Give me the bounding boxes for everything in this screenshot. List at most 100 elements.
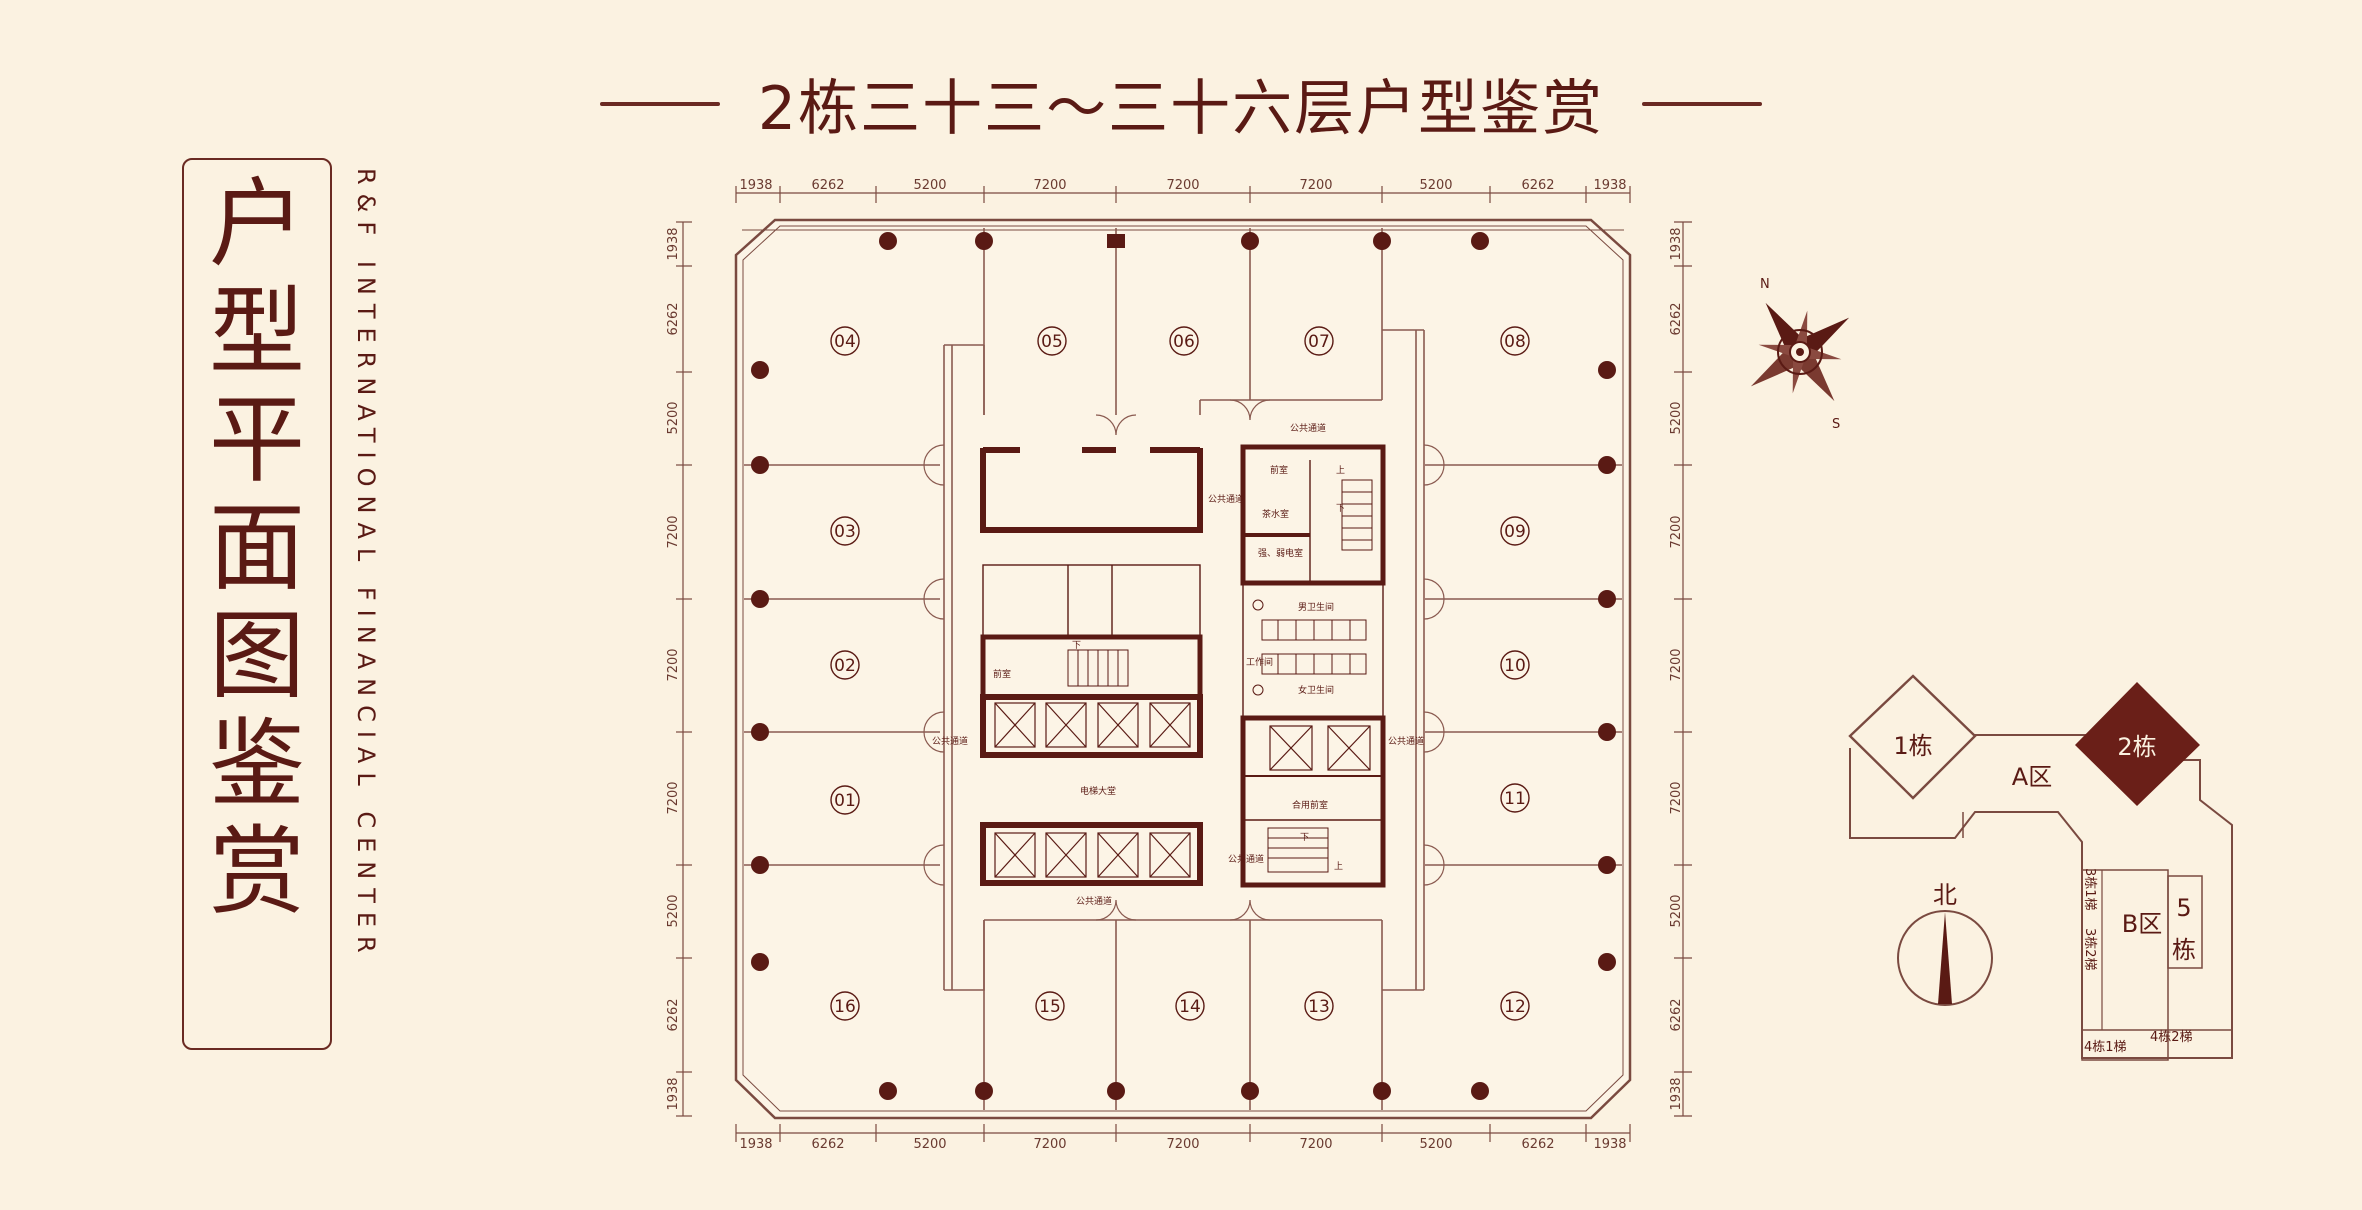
- label-down-left: 下: [1072, 641, 1081, 651]
- dim-top-9: 1938: [1593, 178, 1626, 193]
- left-title-char: 图: [209, 600, 305, 712]
- dim-right-3: 5200: [1669, 401, 1684, 434]
- dim-bottom-3: 5200: [913, 1137, 946, 1152]
- page-title-row: 2栋三十三～三十六层户型鉴赏: [0, 60, 2362, 147]
- elevator-shafts: [994, 702, 1371, 878]
- dim-top-1: 1938: [739, 178, 772, 193]
- door-arcs: [923, 399, 1445, 921]
- dim-top-4: 7200: [1033, 178, 1066, 193]
- dim-left-8: 6262: [666, 998, 681, 1031]
- unit-label-02: 02: [834, 656, 856, 676]
- label-mens-restroom: 男卫生间: [1298, 601, 1334, 613]
- dim-left-7: 5200: [666, 894, 681, 927]
- stairs: [1067, 479, 1373, 873]
- dim-bottom-5: 7200: [1166, 1137, 1199, 1152]
- unit-label-05: 05: [1041, 332, 1063, 352]
- dim-bottom-8: 6262: [1521, 1137, 1554, 1152]
- core-walls: [980, 444, 1386, 888]
- unit-10: 10: [1500, 650, 1530, 680]
- dim-bottom-9: 1938: [1593, 1137, 1626, 1152]
- dimension-top-labels: 1938 6262 5200 7200 7200 7200 5200 6262 …: [739, 178, 1626, 193]
- label-up-lower: 上: [1334, 861, 1343, 872]
- unit-12: 12: [1500, 991, 1530, 1021]
- restroom-fixtures: [1252, 599, 1367, 696]
- dimension-left: [676, 221, 692, 1117]
- label-public-corridor-mid: 公共通道: [1208, 493, 1244, 505]
- core-labels: 公共通道 公共通道 前室 茶水室 强、弱电室 上 下 男卫生间 工作间 女卫生间…: [932, 422, 1424, 907]
- left-vertical-title: 户 型 平 面 图 鉴 赏: [182, 170, 332, 926]
- label-public-corridor-right: 公共通道: [1388, 735, 1424, 747]
- unit-05: 05: [1037, 326, 1067, 356]
- unit-01: 01: [830, 785, 860, 815]
- unit-label-13: 13: [1308, 997, 1330, 1017]
- label-elevator-lobby: 电梯大堂: [1080, 785, 1116, 797]
- unit-08: 08: [1500, 326, 1530, 356]
- left-title-char: 赏: [209, 816, 305, 928]
- dim-left-5: 7200: [666, 648, 681, 681]
- dim-top-7: 5200: [1419, 178, 1452, 193]
- unit-label-11: 11: [1504, 789, 1526, 809]
- dim-top-2: 6262: [811, 178, 844, 193]
- dimension-left-labels: 1938 6262 5200 7200 7200 7200 5200 6262 …: [666, 227, 681, 1110]
- unit-label-01: 01: [834, 791, 856, 811]
- column-top-small: [1107, 234, 1125, 248]
- unit-15: 15: [1035, 991, 1065, 1021]
- dim-bottom-4: 7200: [1033, 1137, 1066, 1152]
- left-title-frame: [182, 158, 332, 1050]
- dimension-right: [1674, 221, 1692, 1117]
- dim-right-9: 1938: [1669, 1077, 1684, 1110]
- label-tool-room: 工作间: [1246, 656, 1273, 668]
- unit-13: 13: [1304, 991, 1334, 1021]
- unit-09: 09: [1500, 516, 1530, 546]
- unit-partitions: [744, 228, 1622, 1110]
- dimension-bottom-labels: 1938 6262 5200 7200 7200 7200 5200 6262 …: [739, 1137, 1626, 1152]
- compass-rose: N S: [1750, 277, 1850, 432]
- title-line-right: [1642, 101, 1763, 106]
- page-title: 2栋三十三～三十六层户型鉴赏: [757, 74, 1605, 144]
- dim-right-1: 1938: [1669, 227, 1684, 260]
- unit-03: 03: [830, 516, 860, 546]
- unit-07: 07: [1304, 326, 1334, 356]
- dim-left-2: 6262: [666, 302, 681, 335]
- left-title-char: 面: [209, 492, 305, 604]
- dimension-top: [735, 186, 1631, 203]
- site-building1: [1848, 674, 1977, 800]
- label-shared-front-room: 合用前室: [1292, 799, 1328, 811]
- dim-left-9: 1938: [666, 1077, 681, 1110]
- site-b3-1: 3栋1梯: [2082, 868, 2098, 911]
- unit-06: 06: [1169, 326, 1199, 356]
- dim-right-6: 7200: [1669, 781, 1684, 814]
- dim-left-1: 1938: [666, 227, 681, 260]
- site-plan: 1栋 2栋 A区 B区 5 栋 3栋1梯 3栋2梯 4栋1梯 4栋2梯 北: [1848, 674, 2233, 1061]
- label-public-corridor-top: 公共通道: [1290, 422, 1326, 434]
- dim-right-8: 6262: [1669, 998, 1684, 1031]
- compass-south-label: S: [1832, 417, 1840, 432]
- dim-bottom-2: 6262: [811, 1137, 844, 1152]
- site-building1-label: 1栋: [1893, 732, 1932, 760]
- dim-bottom-6: 7200: [1299, 1137, 1332, 1152]
- label-tea-room: 茶水室: [1262, 508, 1289, 520]
- dim-left-3: 5200: [666, 401, 681, 434]
- site-zone-a-label: A区: [2012, 763, 2052, 791]
- dimension-right-labels: 1938 6262 5200 7200 7200 7200 5200 6262 …: [1669, 227, 1684, 1110]
- label-public-corridor-bottom: 公共通道: [1076, 895, 1112, 907]
- label-weak-electric: 强、弱电室: [1258, 547, 1303, 559]
- site-b3-2: 3栋2梯: [2082, 928, 2098, 971]
- label-down-right: 下: [1336, 504, 1345, 514]
- unit-label-10: 10: [1504, 656, 1526, 676]
- dim-right-5: 7200: [1669, 648, 1684, 681]
- dim-right-2: 6262: [1669, 302, 1684, 335]
- site-building2-label: 2栋: [2117, 733, 2156, 761]
- dimension-bottom: [735, 1124, 1631, 1142]
- unit-label-16: 16: [834, 997, 856, 1017]
- unit-labels: 04 05 06 07 08 03 09 02 10 01 11 16 15 1…: [830, 326, 1530, 1021]
- label-down-lower: 下: [1300, 833, 1309, 843]
- unit-label-15: 15: [1039, 997, 1061, 1017]
- dim-left-4: 7200: [666, 515, 681, 548]
- unit-label-07: 07: [1308, 332, 1330, 352]
- dim-top-8: 6262: [1521, 178, 1554, 193]
- unit-label-03: 03: [834, 522, 856, 542]
- site-b4-2: 4栋2梯: [2150, 1029, 2193, 1045]
- unit-label-09: 09: [1504, 522, 1526, 542]
